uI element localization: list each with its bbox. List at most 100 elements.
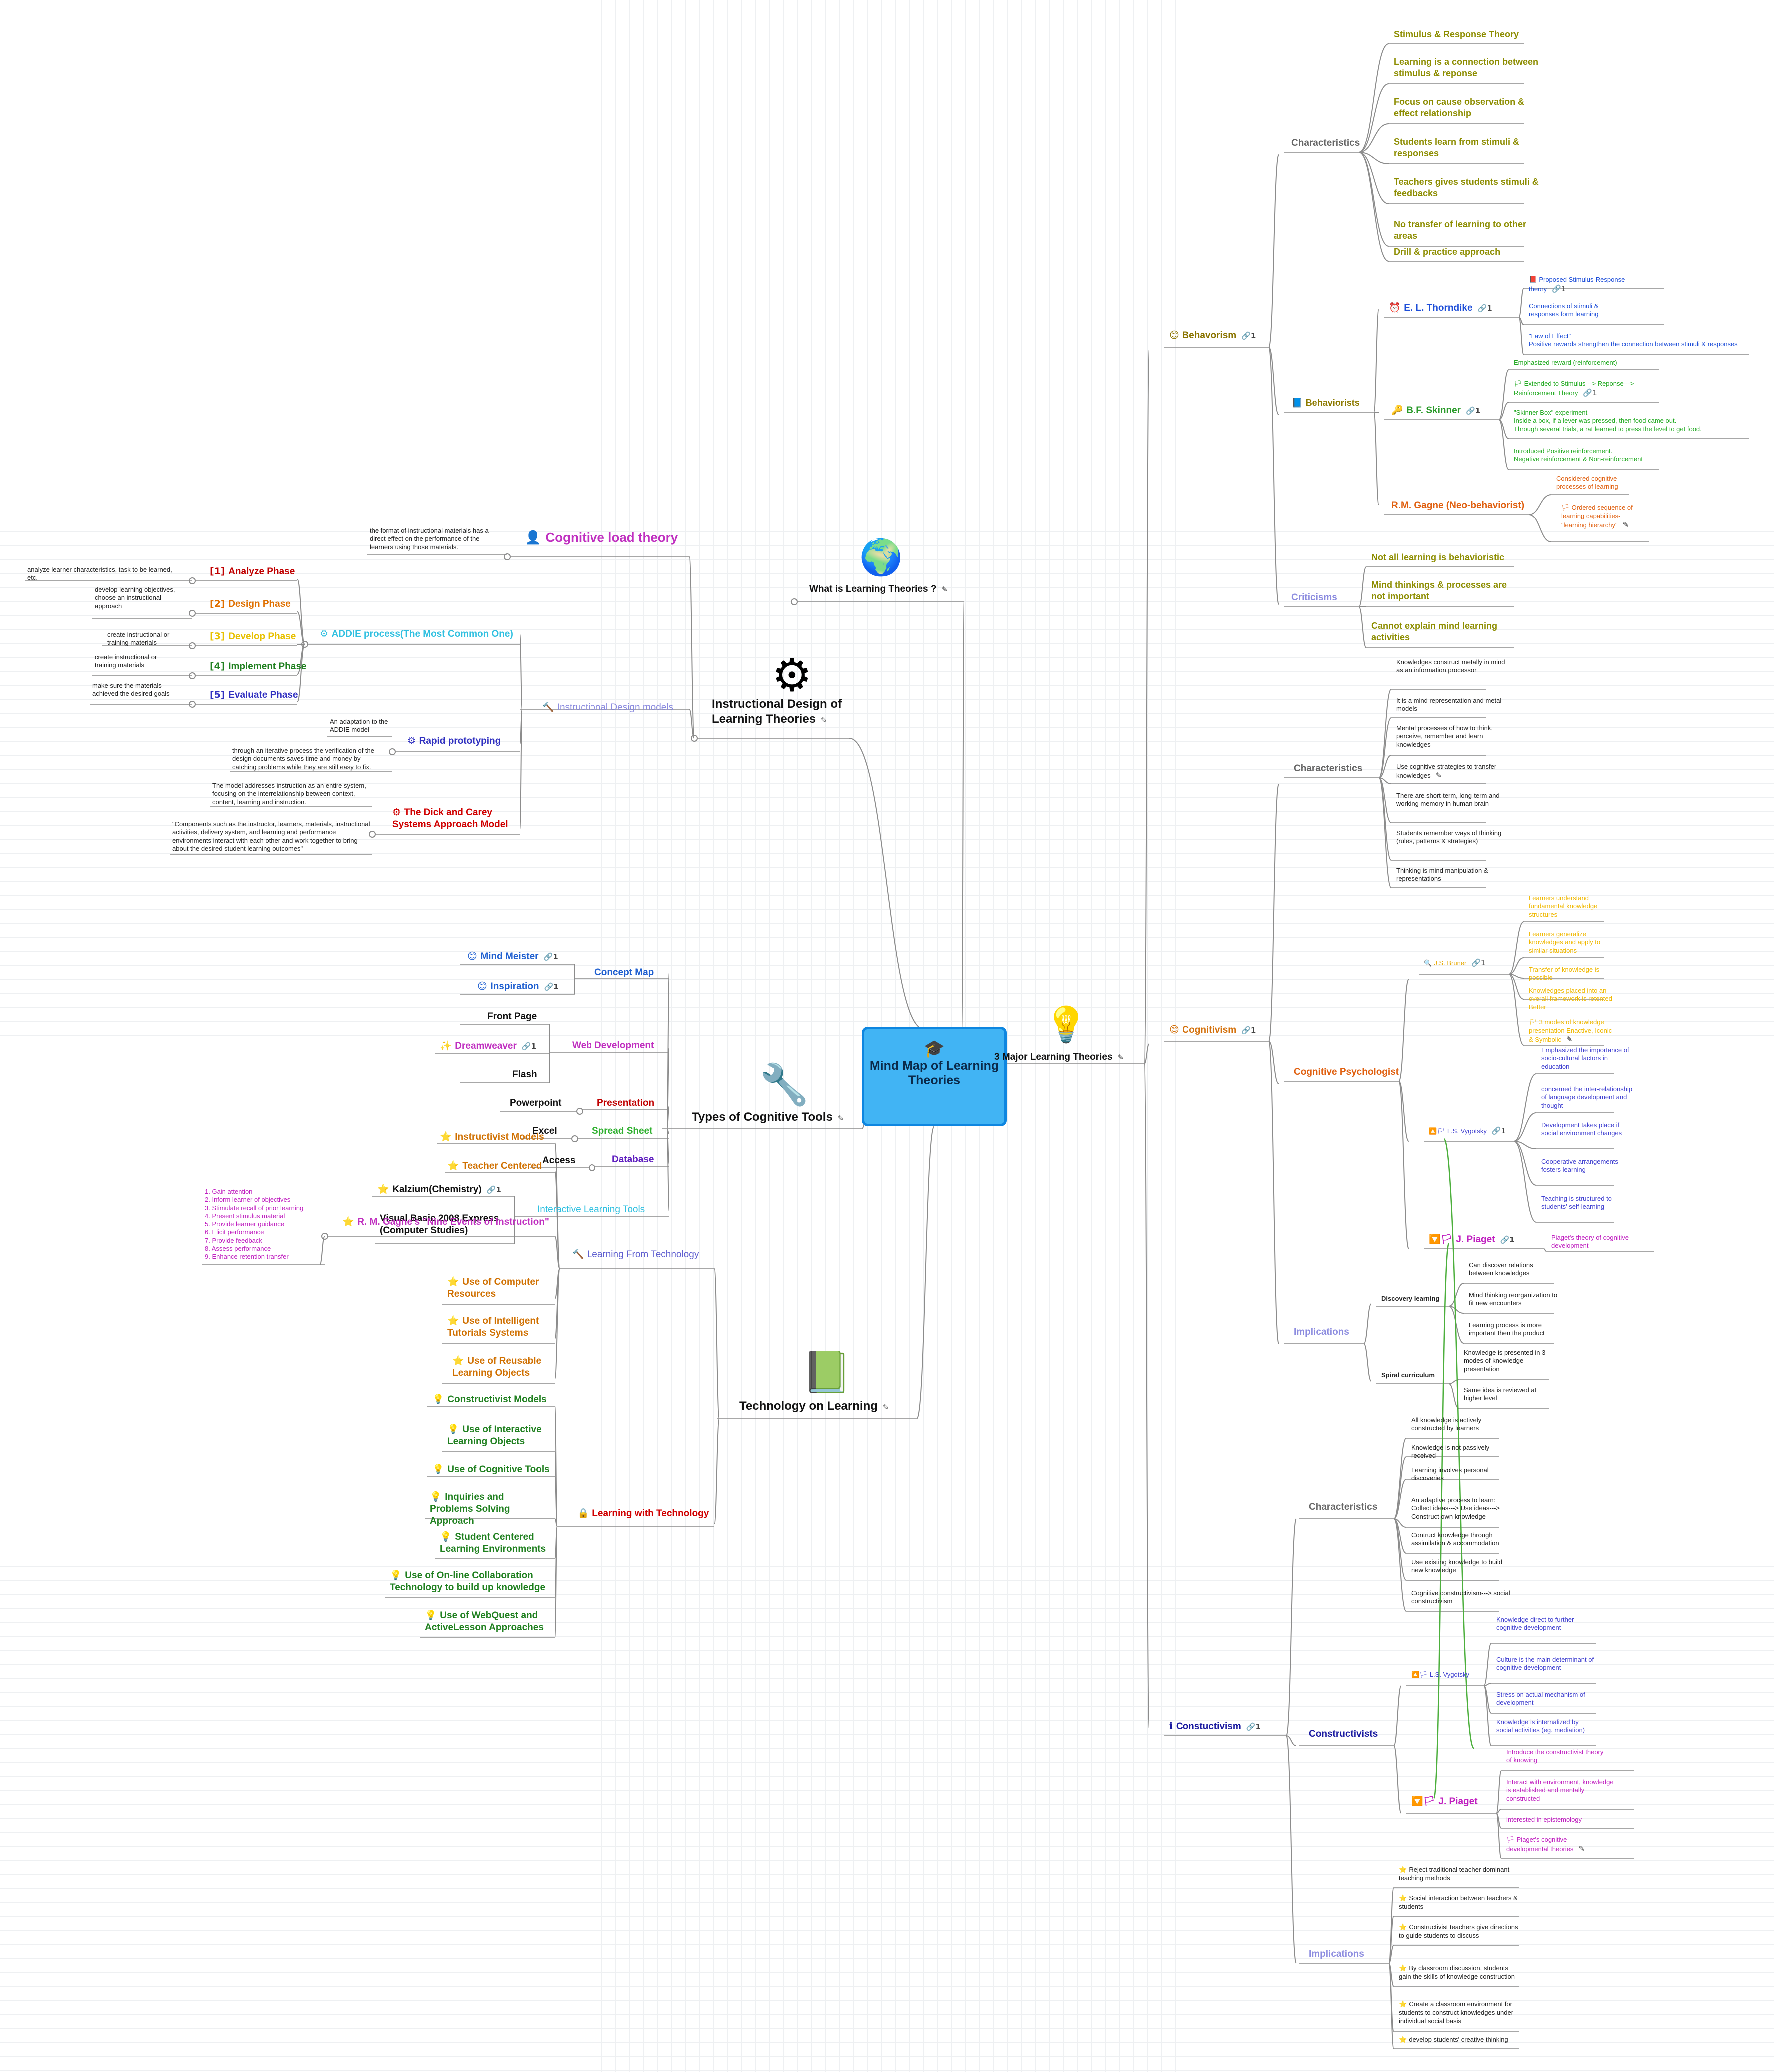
link-count-badge[interactable]: 🔗1	[1246, 1722, 1261, 1731]
con-characteristic[interactable]: Contruct knowledge through assimilation …	[1411, 1531, 1511, 1548]
cognitive-load-theory[interactable]: 👤 Cognitive load theory	[525, 529, 678, 546]
note-icon[interactable]: ✎	[1435, 771, 1442, 780]
central-topic[interactable]: 🎓 Mind Map of Learning Theories	[862, 1027, 1007, 1126]
bruner-node[interactable]: 🔍 J.S. Bruner🔗1	[1424, 958, 1486, 968]
branch-instructional-design[interactable]: Instructional Design of Learning Theorie…	[712, 697, 862, 727]
interactive-tools[interactable]: Interactive Learning Tools	[537, 1204, 645, 1216]
thorndike-item[interactable]: 📕 Proposed Stimulus-Response theory🔗1	[1529, 276, 1629, 294]
note-icon[interactable]: ✎	[1566, 1035, 1573, 1044]
skinner-item[interactable]: Emphasized reward (reinforcement)	[1514, 359, 1644, 367]
dick-carey-node[interactable]: ⚙ The Dick and Carey Systems Approach Mo…	[392, 807, 512, 831]
characteristic-item[interactable]: Students learn from stimuli & responses	[1394, 136, 1544, 159]
cog-vygotsky-node[interactable]: 🔼🏳 L.S. Vygotsky🔗1	[1429, 1126, 1506, 1136]
web-development[interactable]: Web Development	[572, 1040, 654, 1052]
note-icon[interactable]: ✎	[882, 1403, 889, 1412]
con-vygotsky-item[interactable]: Knowledge is internalized by social acti…	[1496, 1718, 1596, 1735]
cognitivism-node[interactable]: 😊 Cognitivism🔗1	[1169, 1024, 1256, 1036]
cog-piaget-node[interactable]: 🔽🏳 J. Piaget🔗1	[1429, 1234, 1515, 1246]
con-implications[interactable]: Implications	[1309, 1948, 1364, 1960]
cog-characteristic[interactable]: Students remember ways of thinking (rule…	[1396, 829, 1511, 846]
teacher-centered[interactable]: ⭐ Teacher Centered	[447, 1160, 542, 1172]
skinner-item[interactable]: "Skinner Box" experiment Inside a box, i…	[1514, 409, 1734, 433]
con-piaget-item[interactable]: Introduce the constructivist theory of k…	[1506, 1748, 1606, 1765]
presentation[interactable]: Presentation	[597, 1097, 654, 1109]
with-tech-item[interactable]: 💡 Inquiries and Problems Solving Approac…	[430, 1491, 550, 1527]
criticism-item[interactable]: Not all learning is behavioristic	[1371, 552, 1511, 563]
from-tech-item[interactable]: ⭐ Use of Computer Resources	[447, 1276, 552, 1300]
cog-implications[interactable]: Implications	[1294, 1326, 1349, 1338]
database[interactable]: Database	[612, 1154, 654, 1166]
with-tech-item[interactable]: 💡 Use of WebQuest and ActiveLesson Appro…	[425, 1610, 545, 1634]
note-icon[interactable]: ✎	[941, 585, 948, 594]
link-count-badge[interactable]: 🔗1	[1477, 304, 1492, 313]
con-implication[interactable]: ⭐ develop students' creative thinking	[1399, 2036, 1519, 2044]
addie-phase-note[interactable]: create instructional or training materia…	[107, 631, 182, 647]
addie-phase-note[interactable]: develop learning objectives, choose an i…	[95, 586, 185, 610]
cog-characteristic[interactable]: Use cognitive strategies to transfer kno…	[1396, 763, 1511, 780]
branch-what-is[interactable]: What is Learning Theories ?✎	[809, 583, 948, 595]
dick-note[interactable]: "Components such as the instructor, lear…	[172, 820, 372, 853]
addie-phase[interactable]: [2] Design Phase	[210, 598, 291, 610]
link-count-badge[interactable]: 🔗1	[1552, 284, 1566, 294]
note-icon[interactable]: ✎	[821, 716, 827, 725]
characteristic-item[interactable]: Stimulus & Response Theory	[1394, 29, 1544, 40]
link-count-badge[interactable]: 🔗1	[1241, 1026, 1256, 1035]
cog-characteristic[interactable]: Knowledges construct metally in mind as …	[1396, 658, 1511, 675]
characteristic-item[interactable]: Focus on cause observation & effect rela…	[1394, 96, 1544, 119]
gagne-item[interactable]: Considered cognitive processes of learni…	[1556, 475, 1631, 491]
addie-node[interactable]: ⚙ ADDIE process(The Most Common One)	[320, 628, 513, 640]
bruner-item[interactable]: 🏳 3 modes of knowledge presentation Enac…	[1529, 1018, 1614, 1044]
con-implication[interactable]: ⭐ By classroom discussion, students gain…	[1399, 1964, 1519, 1981]
addie-phase-note[interactable]: make sure the materials achieved the des…	[92, 682, 182, 698]
cognitive-psychologist[interactable]: Cognitive Psychologist	[1294, 1066, 1399, 1078]
discovery-item[interactable]: Can discover relations between knowledge…	[1469, 1261, 1559, 1278]
note-icon[interactable]: ✎	[837, 1114, 844, 1123]
link-count-badge[interactable]: 🔗1	[521, 1042, 536, 1051]
con-characteristic[interactable]: Cognitive constructivism---> social cons…	[1411, 1589, 1511, 1606]
branch-cognitive-tools[interactable]: Types of Cognitive Tools✎	[692, 1110, 844, 1125]
cognitive-load-note[interactable]: the format of instructional materials ha…	[370, 527, 495, 551]
cog-vygotsky-item[interactable]: concerned the inter-relationship of lang…	[1541, 1085, 1636, 1110]
bruner-item[interactable]: Transfer of knowledge is possible	[1529, 966, 1614, 982]
con-characteristic[interactable]: Use existing knowledge to build new know…	[1411, 1558, 1511, 1575]
link-count-badge[interactable]: 🔗1	[543, 952, 558, 961]
bruner-item[interactable]: Knowledges placed into an overall framew…	[1529, 987, 1614, 1011]
addie-phase[interactable]: [3] Develop Phase	[210, 631, 296, 643]
con-vygotsky-item[interactable]: Stress on actual mechanism of developmen…	[1496, 1691, 1596, 1707]
dick-note[interactable]: The model addresses instruction as an en…	[212, 782, 372, 806]
learning-with-technology[interactable]: 🔒 Learning with Technology	[577, 1508, 709, 1520]
gagne-item[interactable]: 🏳 Ordered sequence of learning capabilit…	[1561, 504, 1636, 529]
link-count-badge[interactable]: 🔗1	[1583, 388, 1597, 398]
skinner-node[interactable]: 🔑 B.F. Skinner🔗1	[1391, 405, 1480, 417]
rapid-note[interactable]: through an iterative process the verific…	[232, 747, 382, 771]
con-implication[interactable]: ⭐ Social interaction between teachers & …	[1399, 1894, 1519, 1911]
thorndike-node[interactable]: ⏰ E. L. Thorndike🔗1	[1389, 302, 1492, 314]
instructivist-models[interactable]: ⭐ Instructivist Models	[440, 1131, 544, 1143]
spiral-item[interactable]: Same idea is reviewed at higher level	[1464, 1386, 1554, 1403]
bruner-item[interactable]: Learners generalize knowledges and apply…	[1529, 930, 1614, 955]
con-implication[interactable]: ⭐ Reject traditional teacher dominant te…	[1399, 1866, 1519, 1883]
thorndike-item[interactable]: "Law of Effect" Positive rewards strengt…	[1529, 332, 1759, 349]
cog-vygotsky-item[interactable]: Development takes place if social enviro…	[1541, 1121, 1636, 1138]
behaviorism-characteristics[interactable]: Characteristics	[1291, 137, 1360, 149]
with-tech-item[interactable]: 💡 Student Centered Learning Environments	[440, 1531, 560, 1555]
rapid-note[interactable]: An adaptation to the ADDIE model	[330, 718, 390, 734]
cog-characteristic[interactable]: It is a mind representation and metal mo…	[1396, 697, 1511, 713]
learning-from-technology[interactable]: 🔨 Learning From Technology	[572, 1249, 699, 1261]
link-count-badge[interactable]: 🔗1	[1466, 406, 1481, 415]
con-characteristic[interactable]: An adaptive process to learn: Collect id…	[1411, 1496, 1511, 1521]
kalzium[interactable]: ⭐ Kalzium(Chemistry)🔗1	[377, 1184, 501, 1196]
con-vygotsky-item[interactable]: Knowledge direct to further cognitive de…	[1496, 1616, 1596, 1632]
gagne-node[interactable]: R.M. Gagne (Neo-behaviorist)	[1391, 500, 1524, 512]
cog-vygotsky-item[interactable]: Emphasized the importance of socio-cultu…	[1541, 1046, 1636, 1071]
discovery-learning[interactable]: Discovery learning	[1381, 1295, 1439, 1303]
link-count-badge[interactable]: 🔗1	[1500, 1235, 1515, 1244]
dreamweaver[interactable]: ✨ Dreamweaver🔗1	[440, 1040, 536, 1052]
addie-phase[interactable]: [1] Analyze Phase	[210, 566, 295, 578]
concept-map[interactable]: Concept Map	[594, 967, 654, 979]
con-piaget-item[interactable]: interested in epistemology	[1506, 1816, 1606, 1824]
cognitivism-characteristics[interactable]: Characteristics	[1294, 763, 1362, 775]
note-icon[interactable]: ✎	[1578, 1844, 1585, 1854]
